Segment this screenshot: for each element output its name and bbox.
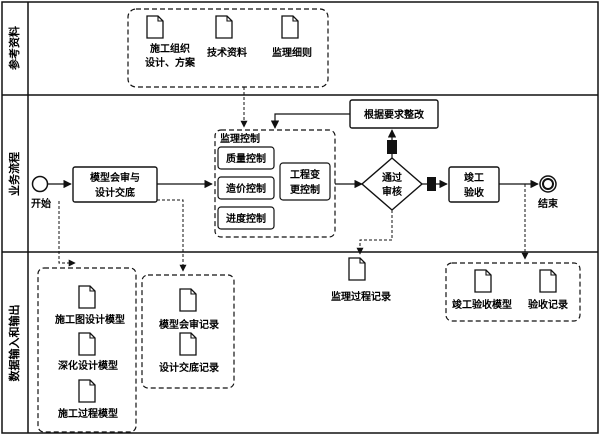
decision-label: 通过 [382,171,402,184]
reference-doc-label: 设计、方案 [145,56,196,69]
data-doc-label: 施工图设计模型 [55,313,125,326]
document-icon [78,332,96,356]
data-doc-label: 监理过程记录 [331,290,391,303]
change-control-label: 工程变 [290,168,320,181]
completion-label: 竣工 [464,171,484,184]
data-doc-label: 设计交底记录 [159,361,219,374]
start-event [31,175,49,193]
start-label: 开始 [31,197,51,210]
model-review-label: 设计交底 [95,186,135,199]
cost-control-label: 造价控制 [226,182,266,195]
document-icon [474,269,492,293]
lane-label-data-io: 数据输入和输出 [7,305,21,382]
rectify-loop-arrow [270,113,350,129]
reference-doc-label: 监理细则 [272,46,312,59]
supervision-record-doc: 监理过程记录 [331,257,391,303]
data-docs-group-1: 施工图设计模型 深化设计模型 施工过程模型 [37,267,137,433]
reference-docs-group: 施工组织 设计、方案 技术资料 监理细则 [127,8,329,88]
fail-marker [387,140,397,154]
lane-label-business: 业务流程 [7,152,21,196]
data-connector [58,201,76,267]
review-decision-gateway: 通过 审核 [360,157,424,211]
reference-doc-label: 技术资料 [207,46,247,59]
data-doc-label: 模型会审记录 [159,318,219,331]
schedule-control-task: 进度控制 [217,206,275,230]
data-doc-label: 深化设计模型 [58,359,118,372]
model-review-label: 模型会审与 [90,171,140,184]
document-icon [78,285,96,309]
document-icon [215,15,233,39]
document-icon [78,379,96,403]
change-control-label: 更控制 [290,183,320,196]
quality-control-task: 质量控制 [217,146,275,170]
supervision-title: 监理控制 [220,132,260,145]
data-docs-group-2: 模型会审记录 设计交底记录 [141,274,235,389]
change-control-task: 工程变 更控制 [279,162,331,201]
document-icon [281,15,299,39]
rectify-task: 根据要求整改 [349,99,439,129]
document-icon [179,288,197,312]
end-event [539,175,557,193]
completion-label: 验收 [464,186,484,199]
model-review-task: 模型会审与 设计交底 [72,166,158,203]
document-icon [348,257,366,281]
end-label: 结束 [538,197,559,210]
data-connector [157,199,187,272]
reference-doc-3: 监理细则 [272,15,312,59]
decision-label: 审核 [382,185,402,198]
rectify-label: 根据要求整改 [364,108,425,121]
document-icon [539,269,557,293]
supervision-control-group: 监理控制 质量控制 造价控制 进度控制 工程变 更控制 [214,129,336,238]
schedule-control-label: 进度控制 [226,212,266,225]
data-doc-label: 施工过程模型 [58,407,118,420]
data-connector [356,210,393,255]
document-icon [179,332,197,356]
data-doc-label: 竣工验收模型 [452,298,512,311]
reference-doc-1: 施工组织 设计、方案 [145,15,196,69]
cost-control-task: 造价控制 [217,176,275,200]
data-doc-label: 验收记录 [528,298,568,311]
completion-acceptance-task: 竣工 验收 [448,166,500,203]
pass-marker [427,177,436,191]
lane-label-reference: 参考资料 [7,26,21,70]
reference-doc-2: 技术资料 [207,15,247,59]
data-docs-group-3: 竣工验收模型 验收记录 [445,262,581,322]
document-icon [146,15,164,39]
quality-control-label: 质量控制 [226,152,266,165]
reference-doc-label: 施工组织 [150,42,190,55]
